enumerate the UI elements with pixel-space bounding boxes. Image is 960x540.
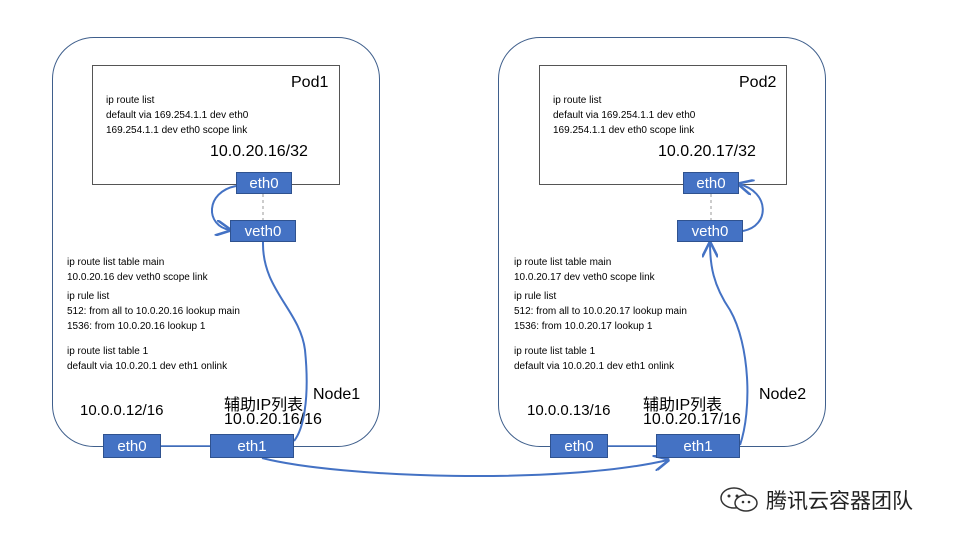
node1-route-main-line: ip route list table main — [67, 257, 165, 268]
node2-route-main: ip route list table main 10.0.20.17 dev … — [514, 255, 655, 285]
node1-route-main: ip route list table main 10.0.20.16 dev … — [67, 255, 208, 285]
node2-rule-list: ip rule list 512: from all to 10.0.20.17… — [514, 289, 687, 334]
node1-primary-ip: 10.0.0.12/16 — [80, 402, 164, 419]
node1-route-main-line: 10.0.20.16 dev veth0 scope link — [67, 272, 208, 283]
node2-eth0-interface: eth0 — [550, 434, 608, 458]
node2-eth1-interface: eth1 — [656, 434, 740, 458]
node1-route-table1-line: ip route list table 1 — [67, 346, 149, 357]
wechat-icon — [720, 487, 758, 512]
watermark: 腾讯云容器团队 — [718, 485, 913, 515]
node1-rule-line: ip rule list — [67, 291, 110, 302]
pod1-route-line: 169.254.1.1 dev eth0 scope link — [106, 125, 248, 136]
node1-eth1-to-node2-eth1-arrow — [261, 458, 668, 478]
node1-eth0-interface: eth0 — [103, 434, 161, 458]
watermark-text: 腾讯云容器团队 — [766, 490, 913, 513]
pod1-title: Pod1 — [291, 74, 329, 91]
node1-route-table1: ip route list table 1 default via 10.0.2… — [67, 344, 227, 374]
node1-veth0-interface: veth0 — [230, 220, 296, 242]
node2-route-main-line: ip route list table main — [514, 257, 612, 268]
node2-primary-ip: 10.0.0.13/16 — [527, 402, 611, 419]
node2-route-table1-line: default via 10.0.20.1 dev eth1 onlink — [514, 361, 675, 372]
node2-secondary-ip-title: 辅助IP列表 — [643, 397, 723, 414]
node1-rule-list: ip rule list 512: from all to 10.0.20.16… — [67, 289, 240, 334]
node2-route-table1: ip route list table 1 default via 10.0.2… — [514, 344, 674, 374]
node2-route-table1-line: ip route list table 1 — [514, 346, 596, 357]
node2-rule-line: 512: from all to 10.0.20.17 lookup main — [514, 306, 687, 317]
node1-rule-line: 1536: from 10.0.20.16 lookup 1 — [67, 321, 206, 332]
pod2-route-line: default via 169.254.1.1 dev eth0 — [553, 110, 696, 121]
pod1-route-line: default via 169.254.1.1 dev eth0 — [106, 110, 249, 121]
pod1-box — [92, 65, 340, 185]
node2-veth0-interface: veth0 — [677, 220, 743, 242]
node1-eth1-interface: eth1 — [210, 434, 294, 458]
node2-secondary-ip: 10.0.20.17/16 — [643, 411, 741, 428]
pod1-route-line: ip route list — [106, 95, 155, 106]
node2-rule-line: ip rule list — [514, 291, 557, 302]
node1-secondary-ip: 10.0.20.16/16 — [224, 411, 322, 428]
pod2-route-line: 169.254.1.1 dev eth0 scope link — [553, 125, 695, 136]
pod2-route-list: ip route list default via 169.254.1.1 de… — [553, 93, 695, 138]
pod2-box — [539, 65, 787, 185]
node1-label: Node1 — [313, 386, 361, 403]
node2-rule-line: 1536: from 10.0.20.17 lookup 1 — [514, 321, 653, 332]
pod1-eth0-interface: eth0 — [236, 172, 292, 194]
pod2-title: Pod2 — [739, 74, 777, 91]
pod1-route-list: ip route list default via 169.254.1.1 de… — [106, 93, 248, 138]
pod2-eth0-interface: eth0 — [683, 172, 739, 194]
node1-rule-line: 512: from all to 10.0.20.16 lookup main — [67, 306, 240, 317]
pod2-route-line: ip route list — [553, 95, 602, 106]
node2-route-main-line: 10.0.20.17 dev veth0 scope link — [514, 272, 655, 283]
node2-label: Node2 — [759, 386, 807, 403]
pod2-ip: 10.0.20.17/32 — [658, 143, 756, 160]
pod1-ip: 10.0.20.16/32 — [210, 143, 308, 160]
node1-route-table1-line: default via 10.0.20.1 dev eth1 onlink — [67, 361, 228, 372]
